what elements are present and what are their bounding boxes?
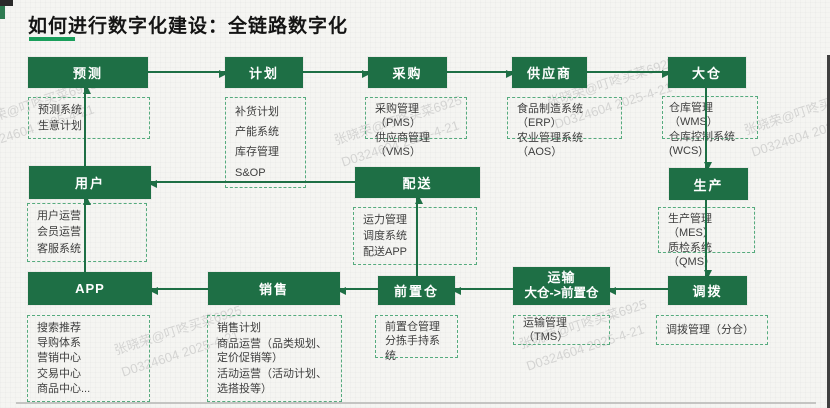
node-delivery: 配送 bbox=[355, 167, 480, 198]
node-procurement: 采购 bbox=[368, 57, 447, 88]
systems-plan: 补货计划 产能系统 库存管理 S&OP bbox=[225, 97, 306, 188]
systems-allocation: 调拨管理（分仓） bbox=[656, 315, 768, 345]
corner-artifact-green bbox=[0, 6, 5, 19]
node-app: APP bbox=[28, 272, 152, 305]
arrow-supplier-to-big-warehouse bbox=[587, 70, 670, 78]
systems-app: 搜索推荐 导购体系 营销中心 交易中心 商品中心... bbox=[27, 315, 150, 402]
system-item: 商品运营（品类规划、定价促销等） bbox=[217, 338, 327, 365]
system-item: 营销中心 bbox=[37, 352, 81, 365]
system-item: 供应商管理（VMS） bbox=[375, 131, 430, 158]
systems-forecast: 预测系统 生意计划 bbox=[28, 97, 150, 139]
system-item: 分拣手持系统 bbox=[385, 335, 440, 362]
system-item: 活动运营（活动计划、选搭投等） bbox=[217, 368, 327, 395]
window-right-edge bbox=[827, 55, 830, 408]
page-title: 如何进行数字化建设：全链路数字化 bbox=[28, 16, 349, 37]
node-transport: 运输 大仓->前置仓 bbox=[513, 267, 610, 305]
node-forecast: 预测 bbox=[28, 57, 148, 88]
node-supplier: 供应商 bbox=[512, 57, 587, 88]
system-item: 采购管理（PMS） bbox=[375, 103, 421, 130]
node-app-label: APP bbox=[75, 281, 105, 296]
system-item: 补货计划 bbox=[235, 105, 279, 118]
systems-user: 用户运营 会员运营 客服系统 bbox=[27, 203, 147, 262]
system-item: 农业管理系统（AOS） bbox=[517, 131, 583, 158]
node-front-warehouse-label: 前置仓 bbox=[393, 284, 439, 299]
corner-artifact-dark bbox=[0, 0, 13, 6]
node-delivery-label: 配送 bbox=[402, 176, 433, 191]
arrow-transport-to-front-warehouse bbox=[453, 287, 513, 295]
system-item: 库存管理 bbox=[235, 146, 279, 159]
systems-transport: 运输管理（TMS） bbox=[513, 315, 610, 345]
system-item: 前置仓管理 bbox=[385, 321, 440, 333]
title-underline bbox=[29, 37, 75, 41]
node-transport-label-line1: 运输 bbox=[547, 270, 576, 286]
system-item: 质检系统（QMS） bbox=[668, 241, 716, 268]
systems-supplier: 食品制造系统（ERP） 农业管理系统（AOS） bbox=[507, 97, 622, 158]
system-item: 运力管理 bbox=[363, 213, 407, 226]
system-item: 销售计划 bbox=[217, 321, 261, 334]
node-sales-label: 销售 bbox=[258, 282, 289, 297]
system-item: 食品制造系统（ERP） bbox=[517, 103, 583, 130]
node-allocation-label: 调拨 bbox=[692, 284, 723, 299]
system-item: 用户运营 bbox=[37, 210, 81, 223]
system-item: 产能系统 bbox=[235, 126, 279, 139]
node-front-warehouse: 前置仓 bbox=[378, 276, 455, 305]
system-item: 客服系统 bbox=[37, 242, 81, 255]
node-production: 生产 bbox=[669, 168, 748, 200]
node-plan-label: 计划 bbox=[248, 66, 279, 81]
system-item: 搜索推荐 bbox=[37, 321, 81, 334]
arrow-sales-to-app bbox=[150, 287, 208, 295]
system-item: 商品中心... bbox=[37, 383, 91, 396]
slide-bottom-edge bbox=[16, 402, 816, 404]
arrow-allocation-to-transport bbox=[608, 287, 668, 295]
node-big-warehouse-label: 大仓 bbox=[691, 66, 722, 81]
system-item: 生产管理（MES） bbox=[668, 213, 714, 240]
systems-front-warehouse: 前置仓管理 分拣手持系统 bbox=[375, 315, 458, 362]
system-item: 导购体系 bbox=[37, 336, 81, 349]
arrow-forecast-to-plan bbox=[148, 70, 227, 78]
arrow-front-warehouse-to-sales bbox=[338, 287, 378, 295]
system-item: 交易中心 bbox=[37, 367, 81, 380]
systems-production: 生产管理（MES） 质检系统（QMS） bbox=[658, 207, 755, 268]
systems-procurement: 采购管理（PMS） 供应商管理（VMS） bbox=[365, 97, 467, 158]
node-allocation: 调拨 bbox=[668, 276, 747, 305]
node-supplier-label: 供应商 bbox=[526, 66, 572, 81]
system-item: 生意计划 bbox=[38, 119, 82, 132]
arrow-delivery-to-user bbox=[149, 180, 355, 188]
system-item: 调度系统 bbox=[363, 229, 407, 242]
node-user: 用户 bbox=[29, 166, 151, 199]
system-item: 运输管理（TMS） bbox=[523, 316, 569, 343]
systems-sales: 销售计划 商品运营（品类规划、定价促销等） 活动运营（活动计划、选搭投等） bbox=[207, 315, 342, 402]
arrow-plan-to-procurement bbox=[303, 70, 370, 78]
systems-delivery: 运力管理 调度系统 配送APP bbox=[353, 207, 477, 265]
arrow-production-to-allocation bbox=[704, 200, 712, 278]
arrow-procurement-to-supplier bbox=[447, 70, 514, 78]
system-item: 预测系统 bbox=[38, 103, 82, 116]
system-item: 配送APP bbox=[363, 245, 408, 258]
node-big-warehouse: 大仓 bbox=[668, 57, 746, 88]
node-forecast-label: 预测 bbox=[72, 66, 103, 81]
system-item: 仓库管理（WMS） bbox=[669, 102, 718, 129]
arrow-user-to-forecast bbox=[83, 86, 91, 166]
arrow-big-warehouse-to-production bbox=[704, 88, 712, 170]
node-sales: 销售 bbox=[208, 272, 340, 305]
arrow-front-warehouse-to-delivery bbox=[415, 196, 423, 276]
node-transport-label-line2: 大仓->前置仓 bbox=[524, 286, 599, 301]
systems-big-warehouse: 仓库管理（WMS） 仓库控制系统(WCS) bbox=[662, 96, 758, 157]
arrow-app-to-user bbox=[83, 197, 91, 272]
system-item: 会员运营 bbox=[37, 226, 81, 239]
node-procurement-label: 采购 bbox=[392, 66, 423, 81]
system-item: 仓库控制系统(WCS) bbox=[669, 130, 735, 157]
node-plan: 计划 bbox=[225, 57, 303, 88]
system-item: S&OP bbox=[235, 166, 266, 179]
node-user-label: 用户 bbox=[74, 176, 105, 191]
system-item: 调拨管理（分仓） bbox=[666, 323, 754, 336]
node-production-label: 生产 bbox=[693, 177, 724, 193]
